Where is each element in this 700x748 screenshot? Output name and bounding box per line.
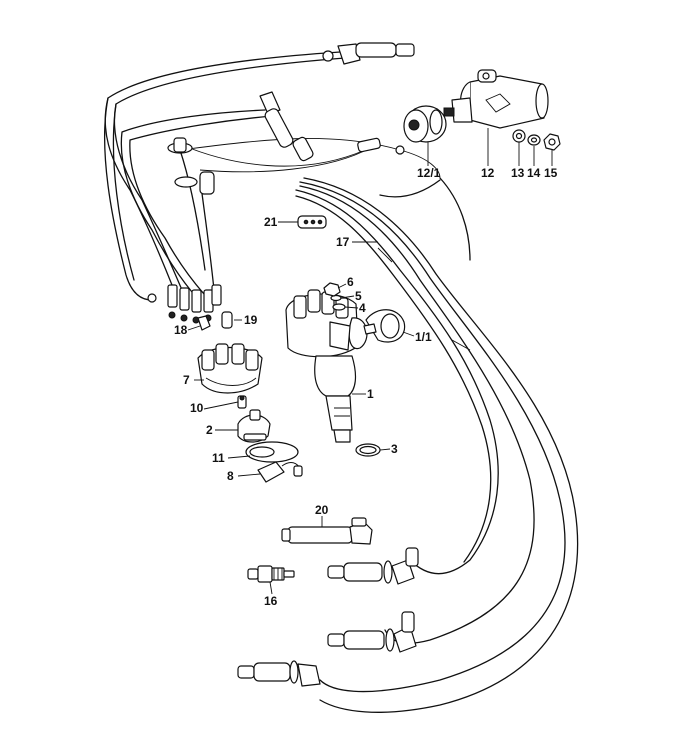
label-part-14: 14 [527,166,541,180]
part-2-rotor [237,409,271,443]
part-8-condenser-contact [257,461,303,483]
part-12-1-coil-cap [403,105,447,143]
distributor-wire-ends [167,284,222,324]
label-part-5: 5 [355,289,362,303]
part-14-lock-washer [527,134,541,146]
part-labels: 1 1/1 2 3 4 5 6 7 8 10 11 12 12/1 13 14 … [174,166,558,608]
part-15-nut [543,133,561,151]
label-part-6: 6 [347,275,354,289]
part-7-distributor-cap [197,343,263,394]
label-part-18: 18 [174,323,188,337]
ground-strap-connector [147,137,405,303]
part-10-carbon-brush [237,395,247,409]
label-part-17: 17 [336,235,350,249]
spark-plug-connector-lower-1 [327,547,419,585]
label-part-10: 10 [190,401,204,415]
label-part-3: 3 [391,442,398,456]
part-17-ignition-lead-harness [295,177,579,713]
spark-plug-connector-top-2 [259,91,314,162]
part-5-spring-washer [330,294,342,302]
label-part-1-1: 1/1 [415,330,432,344]
spark-plug-connector-top-1 [322,42,415,65]
spark-plug-connector-lower-2 [327,611,417,653]
part-19-sleeve [221,311,233,329]
label-part-15: 15 [544,166,558,180]
part-13-washer [512,129,526,143]
part-20-angled-plug-connector [281,517,373,545]
label-part-2: 2 [206,423,213,437]
part-1-distributor [285,289,368,443]
part-18-terminal [197,315,211,331]
label-part-1: 1 [367,387,374,401]
part-1-1-vacuum-unit [363,309,406,343]
part-16-spark-plug [247,565,295,583]
label-part-11: 11 [212,451,225,465]
upper-ignition-wires [103,51,441,301]
label-part-12: 12 [481,166,495,180]
part-6-nut [323,282,341,297]
label-part-20: 20 [315,503,329,517]
label-part-8: 8 [227,469,234,483]
part-12-ignition-coil [443,69,549,129]
leader-lines [187,128,553,595]
part-4-washer [332,303,346,311]
part-21-wire-clip [297,215,327,229]
label-part-7: 7 [183,373,190,387]
label-part-19: 19 [244,313,258,327]
label-part-16: 16 [264,594,278,608]
part-3-o-ring [355,443,381,457]
label-part-13: 13 [511,166,525,180]
label-part-4: 4 [359,301,366,315]
spark-plug-connector-top-3 [167,137,215,195]
spark-plug-connector-lower-3 [237,660,321,687]
label-part-21: 21 [264,215,278,229]
label-part-12-1: 12/1 [417,166,441,180]
part-11-dust-cover [245,441,299,463]
